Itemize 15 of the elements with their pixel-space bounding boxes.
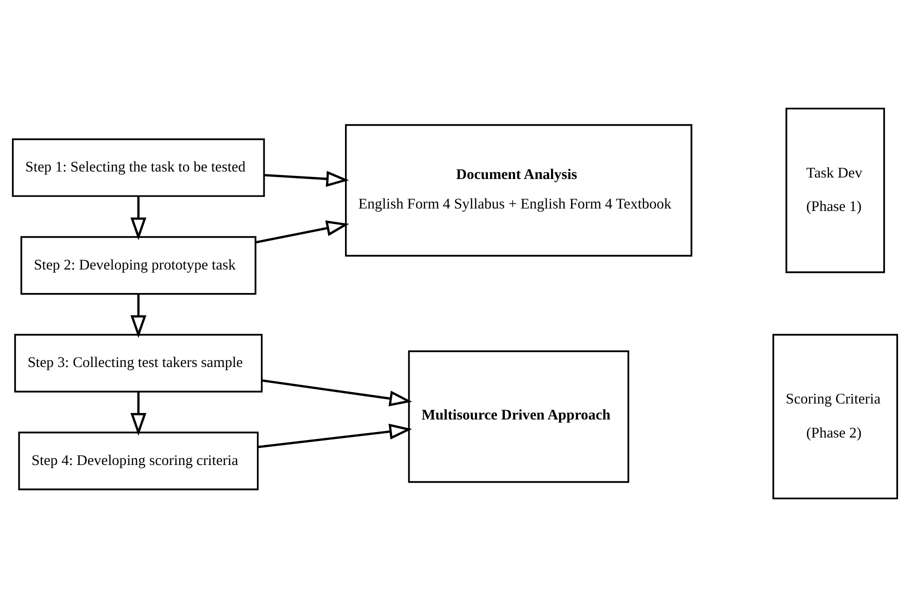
node-box: Document Analysis English Form 4 Syllabus + English Form 4 Textbook — [345, 124, 692, 256]
arrow — [262, 378, 412, 406]
node-box: Task Dev (Phase 1) — [786, 107, 885, 273]
arrow — [264, 170, 350, 186]
node-box: Step 3: Collecting test takers sample — [14, 333, 263, 392]
node-box: Multisource Driven Approach — [408, 350, 630, 482]
arrow — [130, 196, 146, 240]
node-box: Scoring Criteria (Phase 2) — [772, 333, 898, 499]
node-box: Step 1: Selecting the task to be tested — [12, 138, 265, 196]
arrow — [130, 294, 146, 338]
arrow — [255, 220, 350, 244]
node-box: Step 4: Developing scoring criteria — [18, 431, 259, 490]
arrow — [130, 391, 146, 436]
node-box: Step 2: Developing prototype task — [20, 236, 256, 294]
arrow — [258, 423, 412, 448]
